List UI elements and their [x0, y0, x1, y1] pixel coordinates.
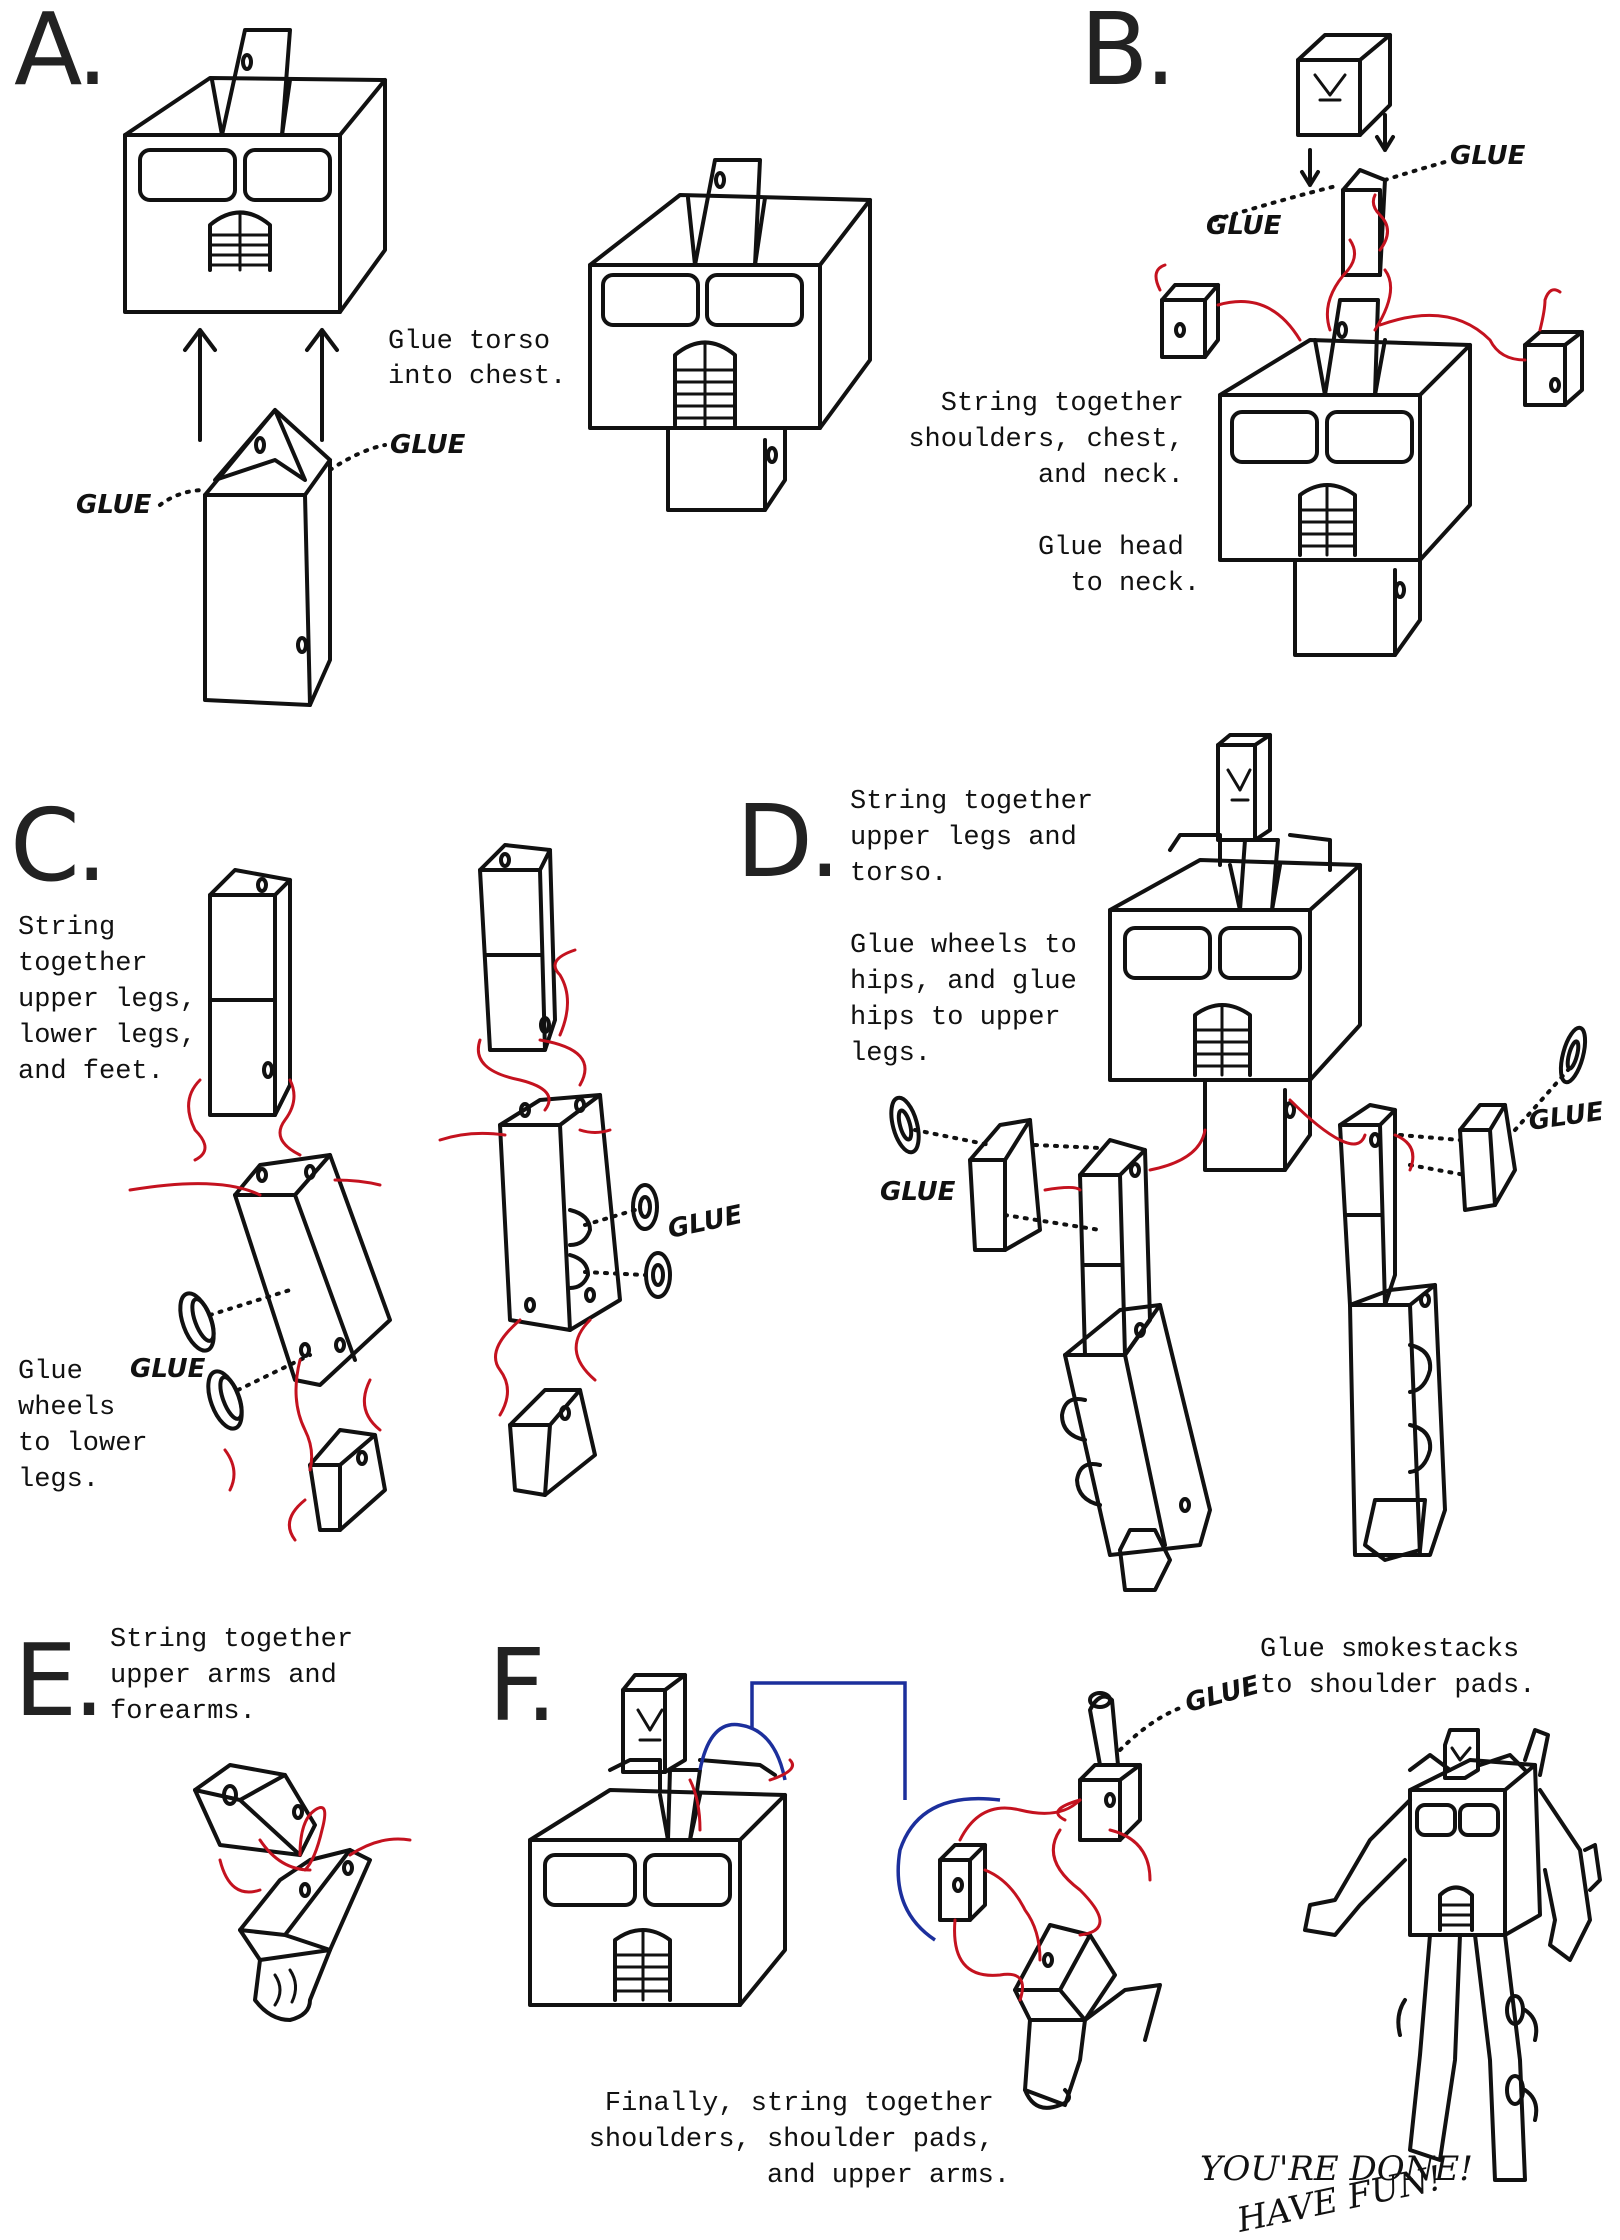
hip-right-d	[1458, 1103, 1517, 1212]
neck-piece-b	[1341, 168, 1387, 277]
shoulder-right-b	[1523, 330, 1584, 407]
step-d-label: D.	[736, 783, 837, 900]
torso-piece-a	[203, 408, 332, 707]
step-c-note: Glue wheels to lower legs.	[18, 1357, 164, 1495]
assembled-chest-a	[588, 158, 872, 512]
glue-label: GLUE	[1450, 141, 1526, 171]
step-e-label: E.	[14, 1622, 101, 1739]
robot-body-f	[528, 1673, 787, 2007]
glue-label: GLUE	[1206, 211, 1282, 241]
step-b-panel: B. GLUE GLUE	[908, 0, 1584, 657]
lower-leg-d-left	[1060, 1303, 1212, 1592]
wheel-d	[889, 1095, 921, 1155]
step-b-note: String together shoulders, chest, and ne…	[908, 389, 1200, 599]
step-f-note: Finally, string together shoulders, shou…	[589, 2089, 1010, 2191]
step-e-panel: E. String together upper arms and forear…	[14, 1622, 412, 2022]
upper-arm-e	[193, 1763, 317, 1857]
glue-label: GLUE	[665, 1200, 745, 1245]
foot-c	[308, 1428, 387, 1532]
step-c-note: String together upper legs, lower legs, …	[18, 913, 212, 1087]
glue-label: GLUE	[390, 430, 466, 460]
step-c-panel: C. String together upper legs, lower leg…	[10, 787, 745, 1542]
upper-leg-c2	[478, 843, 557, 1052]
lower-leg-c	[233, 1153, 392, 1387]
chest-box-b	[1218, 298, 1472, 657]
wheel-c	[206, 1369, 244, 1431]
step-d-note: String together upper legs and torso. Gl…	[850, 787, 1109, 1069]
foot-c2	[508, 1388, 597, 1497]
step-b-label: B.	[1080, 0, 1172, 108]
glue-label: GLUE	[130, 1354, 206, 1384]
wheel-c	[644, 1251, 672, 1299]
done-message: YOU'RE DONE!	[1200, 2149, 1473, 2189]
step-e-note: String together upper arms and forearms.	[110, 1625, 369, 1727]
step-a-note: Glue torso into chest.	[388, 327, 566, 392]
step-f-panel: F. Glue smokestacks to shoulder pads.	[488, 1627, 1602, 2240]
step-a-panel: A. GLUE GLUE Glue torso	[14, 0, 872, 707]
lower-leg-c2	[498, 1093, 622, 1332]
upper-leg-d-right	[1338, 1103, 1397, 1307]
wheel-c	[178, 1291, 216, 1353]
glue-label: GLUE	[1182, 1670, 1263, 1719]
torso-assembly-d	[1108, 733, 1362, 1172]
forearm-e	[238, 1848, 372, 2022]
step-a-label: A.	[14, 0, 104, 108]
head-piece-b	[1296, 33, 1392, 137]
hip-left-d	[968, 1118, 1042, 1252]
arm-f	[1013, 1923, 1162, 2110]
shoulder-f	[938, 1843, 987, 1922]
step-f-note: Glue smokestacks to shoulder pads.	[1260, 1635, 1535, 1701]
step-d-panel: D. String together upper legs and torso.…	[736, 733, 1606, 1592]
wheel-d	[1558, 1025, 1588, 1085]
glue-label: GLUE	[1527, 1097, 1606, 1137]
step-f-label: F.	[488, 1627, 553, 1744]
connector-line	[698, 1681, 1001, 1942]
step-c-label: C.	[10, 787, 104, 904]
upper-leg-c	[208, 868, 292, 1117]
lower-leg-d-right	[1348, 1283, 1447, 1562]
glue-label: GLUE	[76, 490, 152, 520]
finished-robot	[1303, 1728, 1602, 2182]
wheel-c	[631, 1183, 659, 1231]
shoulder-pad-f	[1078, 1691, 1142, 1842]
shoulder-left-b	[1160, 283, 1220, 359]
glue-label: GLUE	[880, 1177, 956, 1207]
chest-box-a	[123, 28, 387, 314]
